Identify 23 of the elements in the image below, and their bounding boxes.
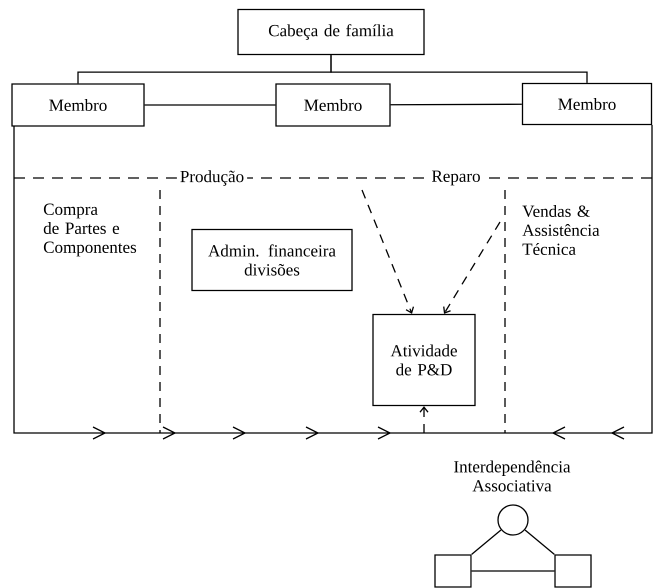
member-box: Membro [522,82,652,126]
section-label: Reparo [428,168,484,188]
circle-symbol [497,504,529,536]
member-box: Membro [11,83,145,127]
connector-line [524,530,555,555]
connector-line [471,530,502,555]
activity-box: Atividade de P&D [372,314,476,406]
connector-line [144,104,276,106]
title-box: Cabeça de família [237,8,425,56]
section-label: Produção [176,167,248,189]
area-label: Vendas & Assistência Técnica [522,205,600,255]
arrow [420,406,429,433]
arrow [361,190,414,314]
connector-line [330,55,588,83]
area-label: Compra de Partes e Componentes [44,204,136,256]
member-box: Membro [275,83,391,127]
square-symbol [434,554,472,588]
connector-line [390,104,522,106]
square-symbol [554,554,592,588]
process-box: Admin. financeira divisões [191,228,353,292]
arrow [443,222,501,314]
caption: Interdependência Associativa [454,460,570,492]
connector-line [472,570,554,572]
